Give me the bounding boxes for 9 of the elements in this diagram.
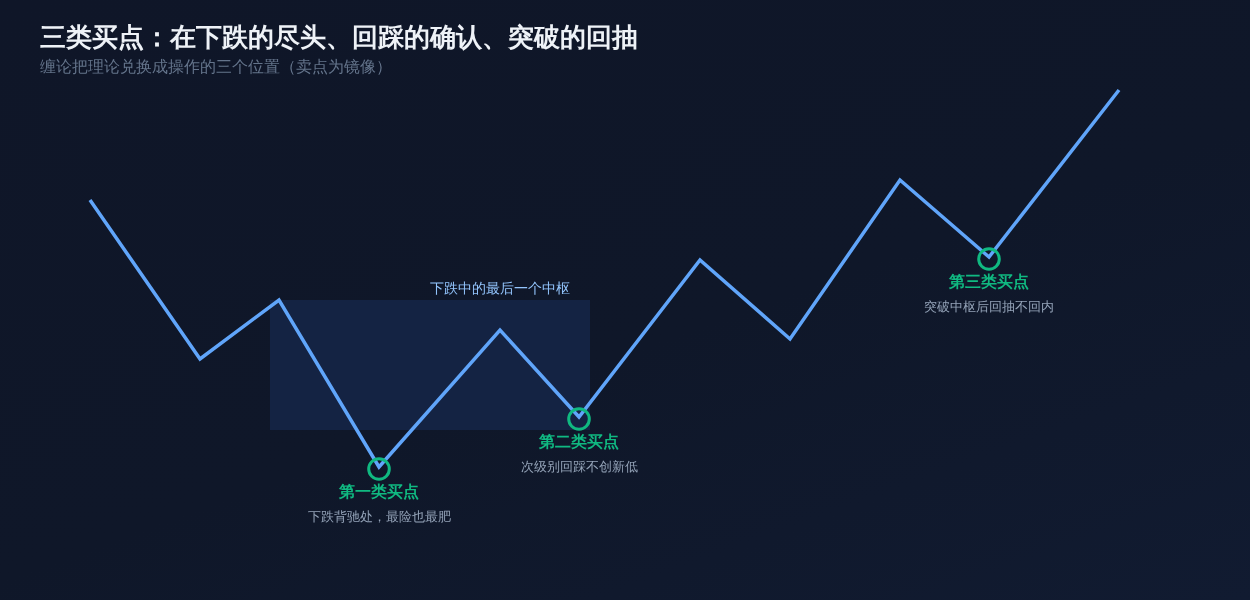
buy-point-label: 第一类买点 [339, 483, 419, 502]
buy-point-note: 突破中枢后回抽不回内 [924, 299, 1054, 315]
zone-label: 下跌中的最后一个中枢 [430, 280, 570, 297]
title: 三类买点：在下跌的尽头、回踩的确认、突破的回抽 [40, 22, 638, 53]
subtitle: 缠论把理论兑换成操作的三个位置（卖点为镜像） [40, 58, 392, 77]
buy-point-note: 下跌背驰处，最险也最肥 [307, 509, 451, 525]
buy-point-note: 次级别回踩不创新低 [520, 459, 638, 475]
buy-point-label: 第二类买点 [539, 433, 619, 452]
buy-point-label: 第三类买点 [949, 273, 1029, 292]
